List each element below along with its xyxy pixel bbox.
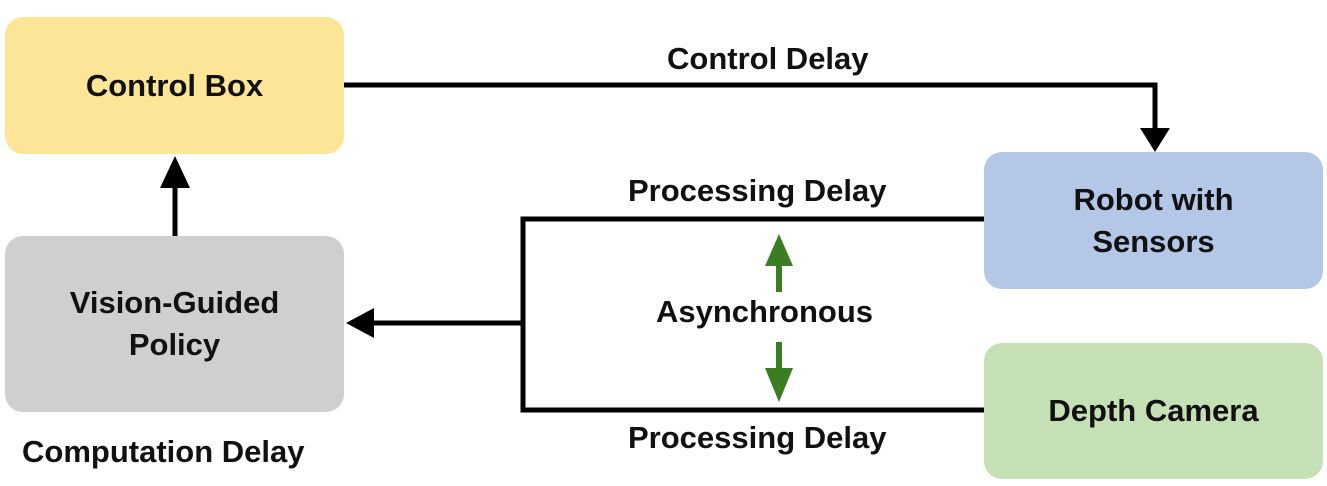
asynchronous-label: Asynchronous — [656, 294, 874, 329]
control-delay-connector — [344, 82, 1158, 130]
robot-feedback-connector — [520, 216, 984, 413]
computation-delay-label: Computation Delay — [22, 434, 305, 469]
control-box-arrowhead — [160, 156, 190, 188]
camera-node: Depth Camera — [984, 343, 1323, 479]
robot-node: Robot with Sensors — [984, 152, 1323, 289]
processing-delay-bottom-label: Processing Delay — [628, 420, 887, 455]
control-box-label: Control Box — [85, 67, 264, 103]
control-delay-label: Control Delay — [667, 41, 869, 76]
policy-label: Vision-Guided Policy — [69, 285, 280, 362]
async-down-arrowhead — [765, 368, 793, 402]
robot-arrowhead — [1140, 128, 1170, 152]
async-up-arrowhead — [765, 234, 793, 266]
control-box-node: Control Box — [5, 17, 344, 154]
camera-label: Depth Camera — [1048, 393, 1259, 428]
processing-delay-top-label: Processing Delay — [628, 173, 887, 208]
policy-arrowhead — [346, 308, 374, 338]
policy-node: Vision-Guided Policy — [5, 236, 344, 412]
robot-label: Robot with Sensors — [1073, 181, 1234, 259]
